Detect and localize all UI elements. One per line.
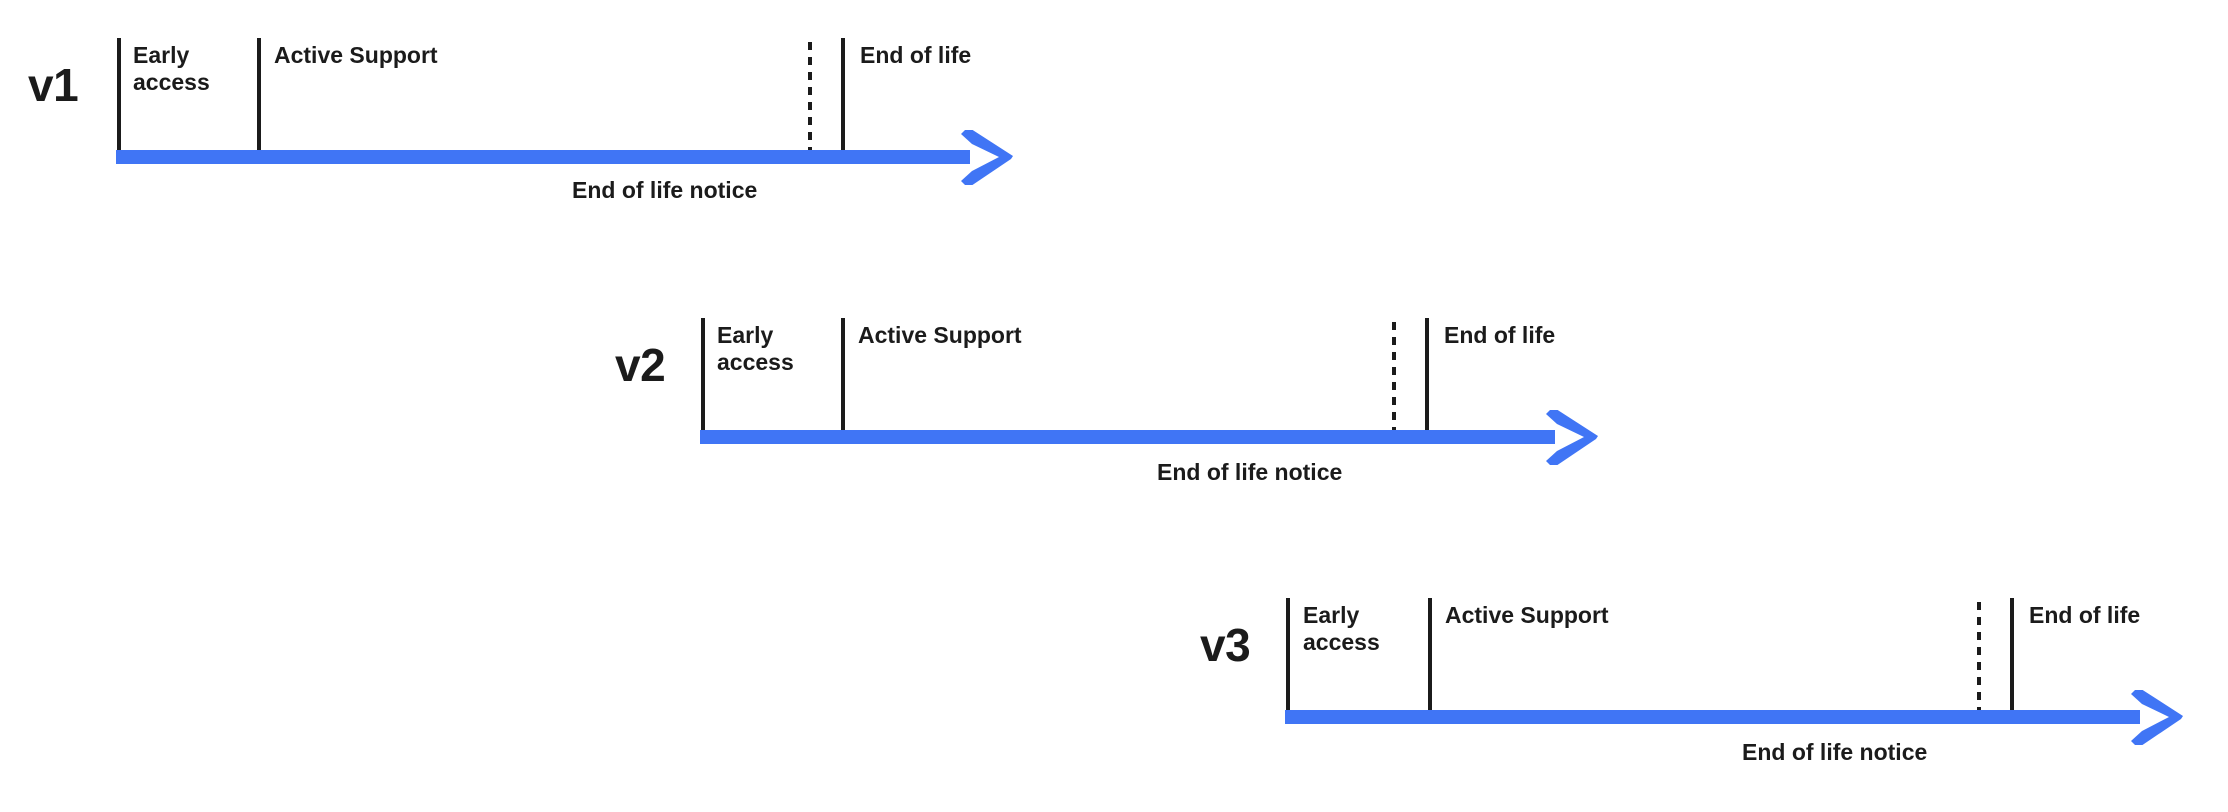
timeline-arrow-shaft-v3 [1285, 710, 2140, 724]
notice-label-v3: End of life notice [1742, 739, 1928, 765]
dashed-marker-end-of-life-notice-v3 [1977, 602, 1981, 710]
tick-early-access-start-v2 [701, 318, 705, 430]
phase-label-early-access-v3: Early access [1303, 602, 1380, 656]
tick-active-support-start-v3 [1428, 598, 1432, 710]
timeline-arrow-head-v2 [1540, 407, 1602, 468]
timeline-arrow-shaft-v1 [116, 150, 970, 164]
tick-early-access-start-v1 [117, 38, 121, 150]
phase-label-early-access-v2: Early access [717, 322, 794, 376]
phase-label-active-support-v3: Active Support [1445, 602, 1609, 628]
phase-label-active-support-v1: Active Support [274, 42, 438, 68]
version-label-v3: v3 [1200, 619, 1251, 671]
dashed-marker-end-of-life-notice-v1 [808, 42, 812, 150]
notice-label-v1: End of life notice [572, 177, 758, 203]
timeline-arrow-head-v3 [2125, 687, 2187, 748]
phase-label-end-of-life-v3: End of life [2029, 602, 2141, 628]
tick-end-of-life-start-v1 [841, 38, 845, 150]
phase-label-active-support-v2: Active Support [858, 322, 1022, 348]
phase-label-early-access-v1: Early access [133, 42, 210, 96]
phase-label-end-of-life-v1: End of life [860, 42, 972, 68]
phase-label-end-of-life-v2: End of life [1444, 322, 1556, 348]
notice-label-v2: End of life notice [1157, 459, 1343, 485]
version-label-v1: v1 [28, 59, 79, 111]
tick-early-access-start-v3 [1286, 598, 1290, 710]
tick-active-support-start-v2 [841, 318, 845, 430]
tick-end-of-life-start-v3 [2010, 598, 2014, 710]
tick-active-support-start-v1 [257, 38, 261, 150]
version-label-v2: v2 [615, 339, 666, 391]
timeline-arrow-head-v1 [955, 127, 1017, 188]
dashed-marker-end-of-life-notice-v2 [1392, 322, 1396, 430]
timeline-arrow-shaft-v2 [700, 430, 1555, 444]
tick-end-of-life-start-v2 [1425, 318, 1429, 430]
